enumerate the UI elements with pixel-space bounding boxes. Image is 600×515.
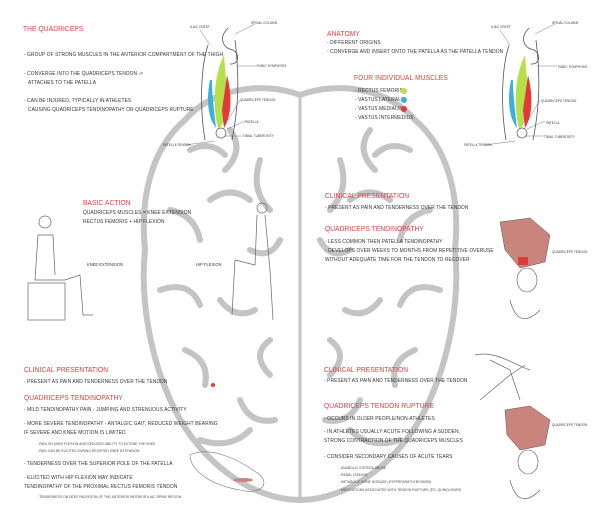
quadriceps-bullet: - Can be injured, typically in athletes <box>24 98 132 104</box>
rupture-bullet: - Consider secondary causes of acute tea… <box>324 454 453 460</box>
quadriceps-bullet: attaches to the patella <box>28 80 97 86</box>
rupture-bullet: - Occurs in older people/non-athletes <box>324 416 435 422</box>
muscles-title: Four individual muscles <box>354 73 448 82</box>
tendinopathy-bullet: without adequate time for the tendon to … <box>325 257 470 263</box>
tendinopathy-title: Quadriceps tendinopathy <box>325 224 424 233</box>
label-quadriceps-tendon: Quadriceps tendon <box>240 98 276 102</box>
rectus-femoris-color-dot <box>401 88 407 94</box>
basic-action-line: Rectus femoris + hip flexion <box>83 219 165 225</box>
clinical-title: Clinical presentation <box>324 365 409 374</box>
tendinopathy-sub-bullet: - Pain can be elicited during resisted k… <box>37 449 140 453</box>
basic-action-title: Basic action <box>83 198 131 207</box>
muscle-item: - Rectus femoris <box>355 88 403 94</box>
anatomy-bullet: - Converge and insert onto the patella a… <box>327 49 504 55</box>
label-patella-tendon: Patella tendon <box>163 143 191 147</box>
rupture-sub-bullet: - Metabolic bone disease (hyperparathyro… <box>339 480 432 484</box>
clinical-line: - Present as pain and tenderness over th… <box>324 378 468 384</box>
quadriceps-anatomy-left <box>201 27 239 141</box>
tendinopathy-bullet: - Less common then patella tendinopathy <box>325 239 443 245</box>
muscle-item: - Vastus intermedius <box>355 115 414 121</box>
tendinopathy-bullet: - Mild tendinopathy pain - jumping and s… <box>24 407 187 413</box>
quadriceps-bullet: - Converge into the quadriceps tendon -> <box>24 71 144 77</box>
hip-flexion-label: Hip flexion <box>196 262 222 267</box>
tendinopathy-bullet: if severe and knee motion is limited <box>24 430 126 436</box>
rupture-title: Quadriceps tendon rupture <box>324 401 435 410</box>
tendinopathy-bullet: - Tenderness over the superior pole of t… <box>24 461 173 467</box>
label-patella: Patella <box>546 121 560 125</box>
rupture-bullet: - In athletes usually acute following a … <box>324 429 461 435</box>
people-illustrations <box>27 202 531 401</box>
rupture-sub-bullet: - Anabolic steroid abuse <box>339 466 387 470</box>
label-tibial-tuberosity: Tibial tuberosity <box>544 135 576 139</box>
clinical-title: Clinical presentation <box>325 191 410 200</box>
tendinopathy-title: Quadriceps tendinopathy <box>24 393 123 402</box>
tendinopathy-bullet: - More severe tendinopathy - antalgic ga… <box>24 421 218 427</box>
clinical-line: - Present as pain and tenderness over th… <box>325 205 469 211</box>
muscle-item: - Vastus medialis <box>355 106 403 112</box>
label-tibial-tuberosity: Tibial tuberosity <box>243 134 275 138</box>
label-spinal-column: Spinal column <box>552 21 578 25</box>
quadriceps-title: The Quadriceps <box>23 24 84 33</box>
label-pubic-symphysis: Pubic symphysis <box>257 64 287 68</box>
quadriceps-bullet: - Group of strong muscles in the anterio… <box>24 52 224 58</box>
label-spinal-column: Spinal column <box>251 21 277 25</box>
tendinopathy-sub-bullet: - Tenderness on deep palpation of the an… <box>37 495 182 499</box>
label-pubic-symphysis: Pubic symphysis <box>558 65 588 69</box>
knee-extension-label: Knee extension <box>87 262 123 267</box>
label-quadriceps-tendon: Quadriceps tendon <box>541 99 577 103</box>
basic-action-line: Quadriceps muscles = knee extension <box>83 210 192 216</box>
label-patella-tendon: Patella tendon <box>464 143 492 147</box>
knee-tendon-illustrations <box>189 217 551 499</box>
tendinopathy-bullet: tendinopathy of the proximal rectus femo… <box>24 484 178 490</box>
tendinopathy-sub-bullet: - Pain on knee flexion and reduced abili… <box>37 442 156 446</box>
quadriceps-bullet: causing quadriceps tendinopathy or quadr… <box>28 107 194 113</box>
clinical-title: Clinical presentation <box>24 365 109 374</box>
vastus-medialis-color-dot <box>401 106 407 112</box>
clinical-line: - Present as pain and tenderness over th… <box>24 379 168 385</box>
rupture-sub-bullet: - Renal disease <box>339 473 368 477</box>
tendinopathy-bullet: - Develops over weeks to months from rep… <box>325 248 494 254</box>
label-iliac-crest: Iliac crest <box>190 25 210 29</box>
rupture-bullet: strong contraction of the quadriceps mus… <box>324 438 463 444</box>
muscle-item: - Vastus lateralis <box>355 97 406 103</box>
quadriceps-tendon-label: Quadriceps tendon <box>552 250 588 254</box>
quadriceps-tendon-label: Quadriceps tendon <box>552 423 588 427</box>
vastus-lateralis-color-dot <box>401 97 407 103</box>
anatomy-title: Anatomy <box>327 29 360 38</box>
label-patella: Patella <box>245 120 259 124</box>
label-iliac-crest: Iliac crest <box>491 25 511 29</box>
rupture-sub-bullet: - Medications associated with tendon rup… <box>339 488 462 492</box>
anatomy-bullet: - Different origins <box>327 40 381 46</box>
tendinopathy-bullet: - Elicited with hip flexion may indicate <box>24 475 133 481</box>
